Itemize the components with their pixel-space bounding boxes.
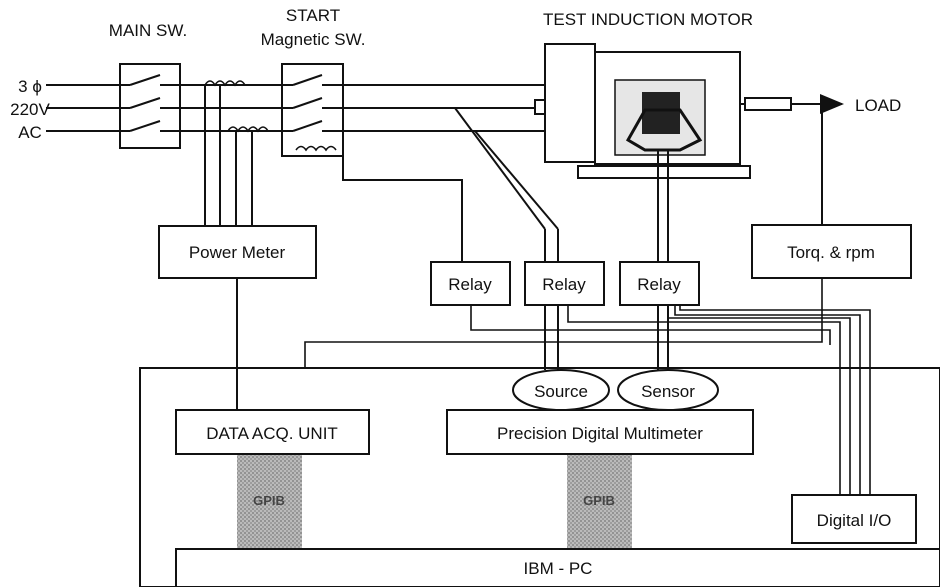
start-switch-label-2: Magnetic SW. <box>261 30 366 49</box>
relay-label-1: Relay <box>448 275 492 294</box>
sensor-label: Sensor <box>641 382 695 401</box>
sensor-wiring <box>657 150 871 495</box>
relay-label-3: Relay <box>637 275 681 294</box>
gpib-label-1: GPIB <box>253 493 285 508</box>
relay-box-3 <box>619 261 700 306</box>
power-meter-box <box>158 225 317 279</box>
torque-rpm-box <box>751 224 912 279</box>
source-label: Source <box>534 382 588 401</box>
digital-io-label: Digital I/O <box>817 511 892 530</box>
torque-rpm-wiring <box>304 104 823 368</box>
start-switch-label-1: START <box>286 6 340 25</box>
power-meter-wiring <box>204 85 253 410</box>
data-acq-label: DATA ACQ. UNIT <box>206 424 338 443</box>
main-switch-label: MAIN SW. <box>109 21 187 40</box>
induction-motor <box>534 43 795 179</box>
relay-label-2: Relay <box>542 275 586 294</box>
gpib-bus-2 <box>567 454 632 549</box>
relay-box-2 <box>524 261 605 306</box>
main-switch <box>119 63 181 149</box>
supply-label-3: AC <box>18 123 42 142</box>
supply-label-2: 220V <box>10 100 50 119</box>
multimeter-label: Precision Digital Multimeter <box>497 424 703 443</box>
relay1-wiring <box>342 156 831 345</box>
power-meter-label: Power Meter <box>189 243 286 262</box>
current-transformer-coils <box>204 80 269 133</box>
supply-label-1: 3 ϕ <box>18 77 42 96</box>
start-magnetic-switch <box>281 63 344 157</box>
ibm-pc-bar <box>175 548 940 587</box>
ibm-pc-label: IBM - PC <box>524 559 593 578</box>
supply-lines <box>46 84 545 132</box>
torque-rpm-label: Torq. & rpm <box>787 243 875 262</box>
digital-io-box <box>791 494 917 544</box>
gpib-label-2: GPIB <box>583 493 615 508</box>
relay-box-1 <box>430 261 511 306</box>
multimeter-box <box>446 409 754 455</box>
gpib-bus-1 <box>237 454 302 549</box>
data-acq-box <box>175 409 370 455</box>
motor-title: TEST INDUCTION MOTOR <box>543 10 753 29</box>
source-wiring <box>454 107 841 495</box>
load-label: LOAD <box>855 96 901 115</box>
